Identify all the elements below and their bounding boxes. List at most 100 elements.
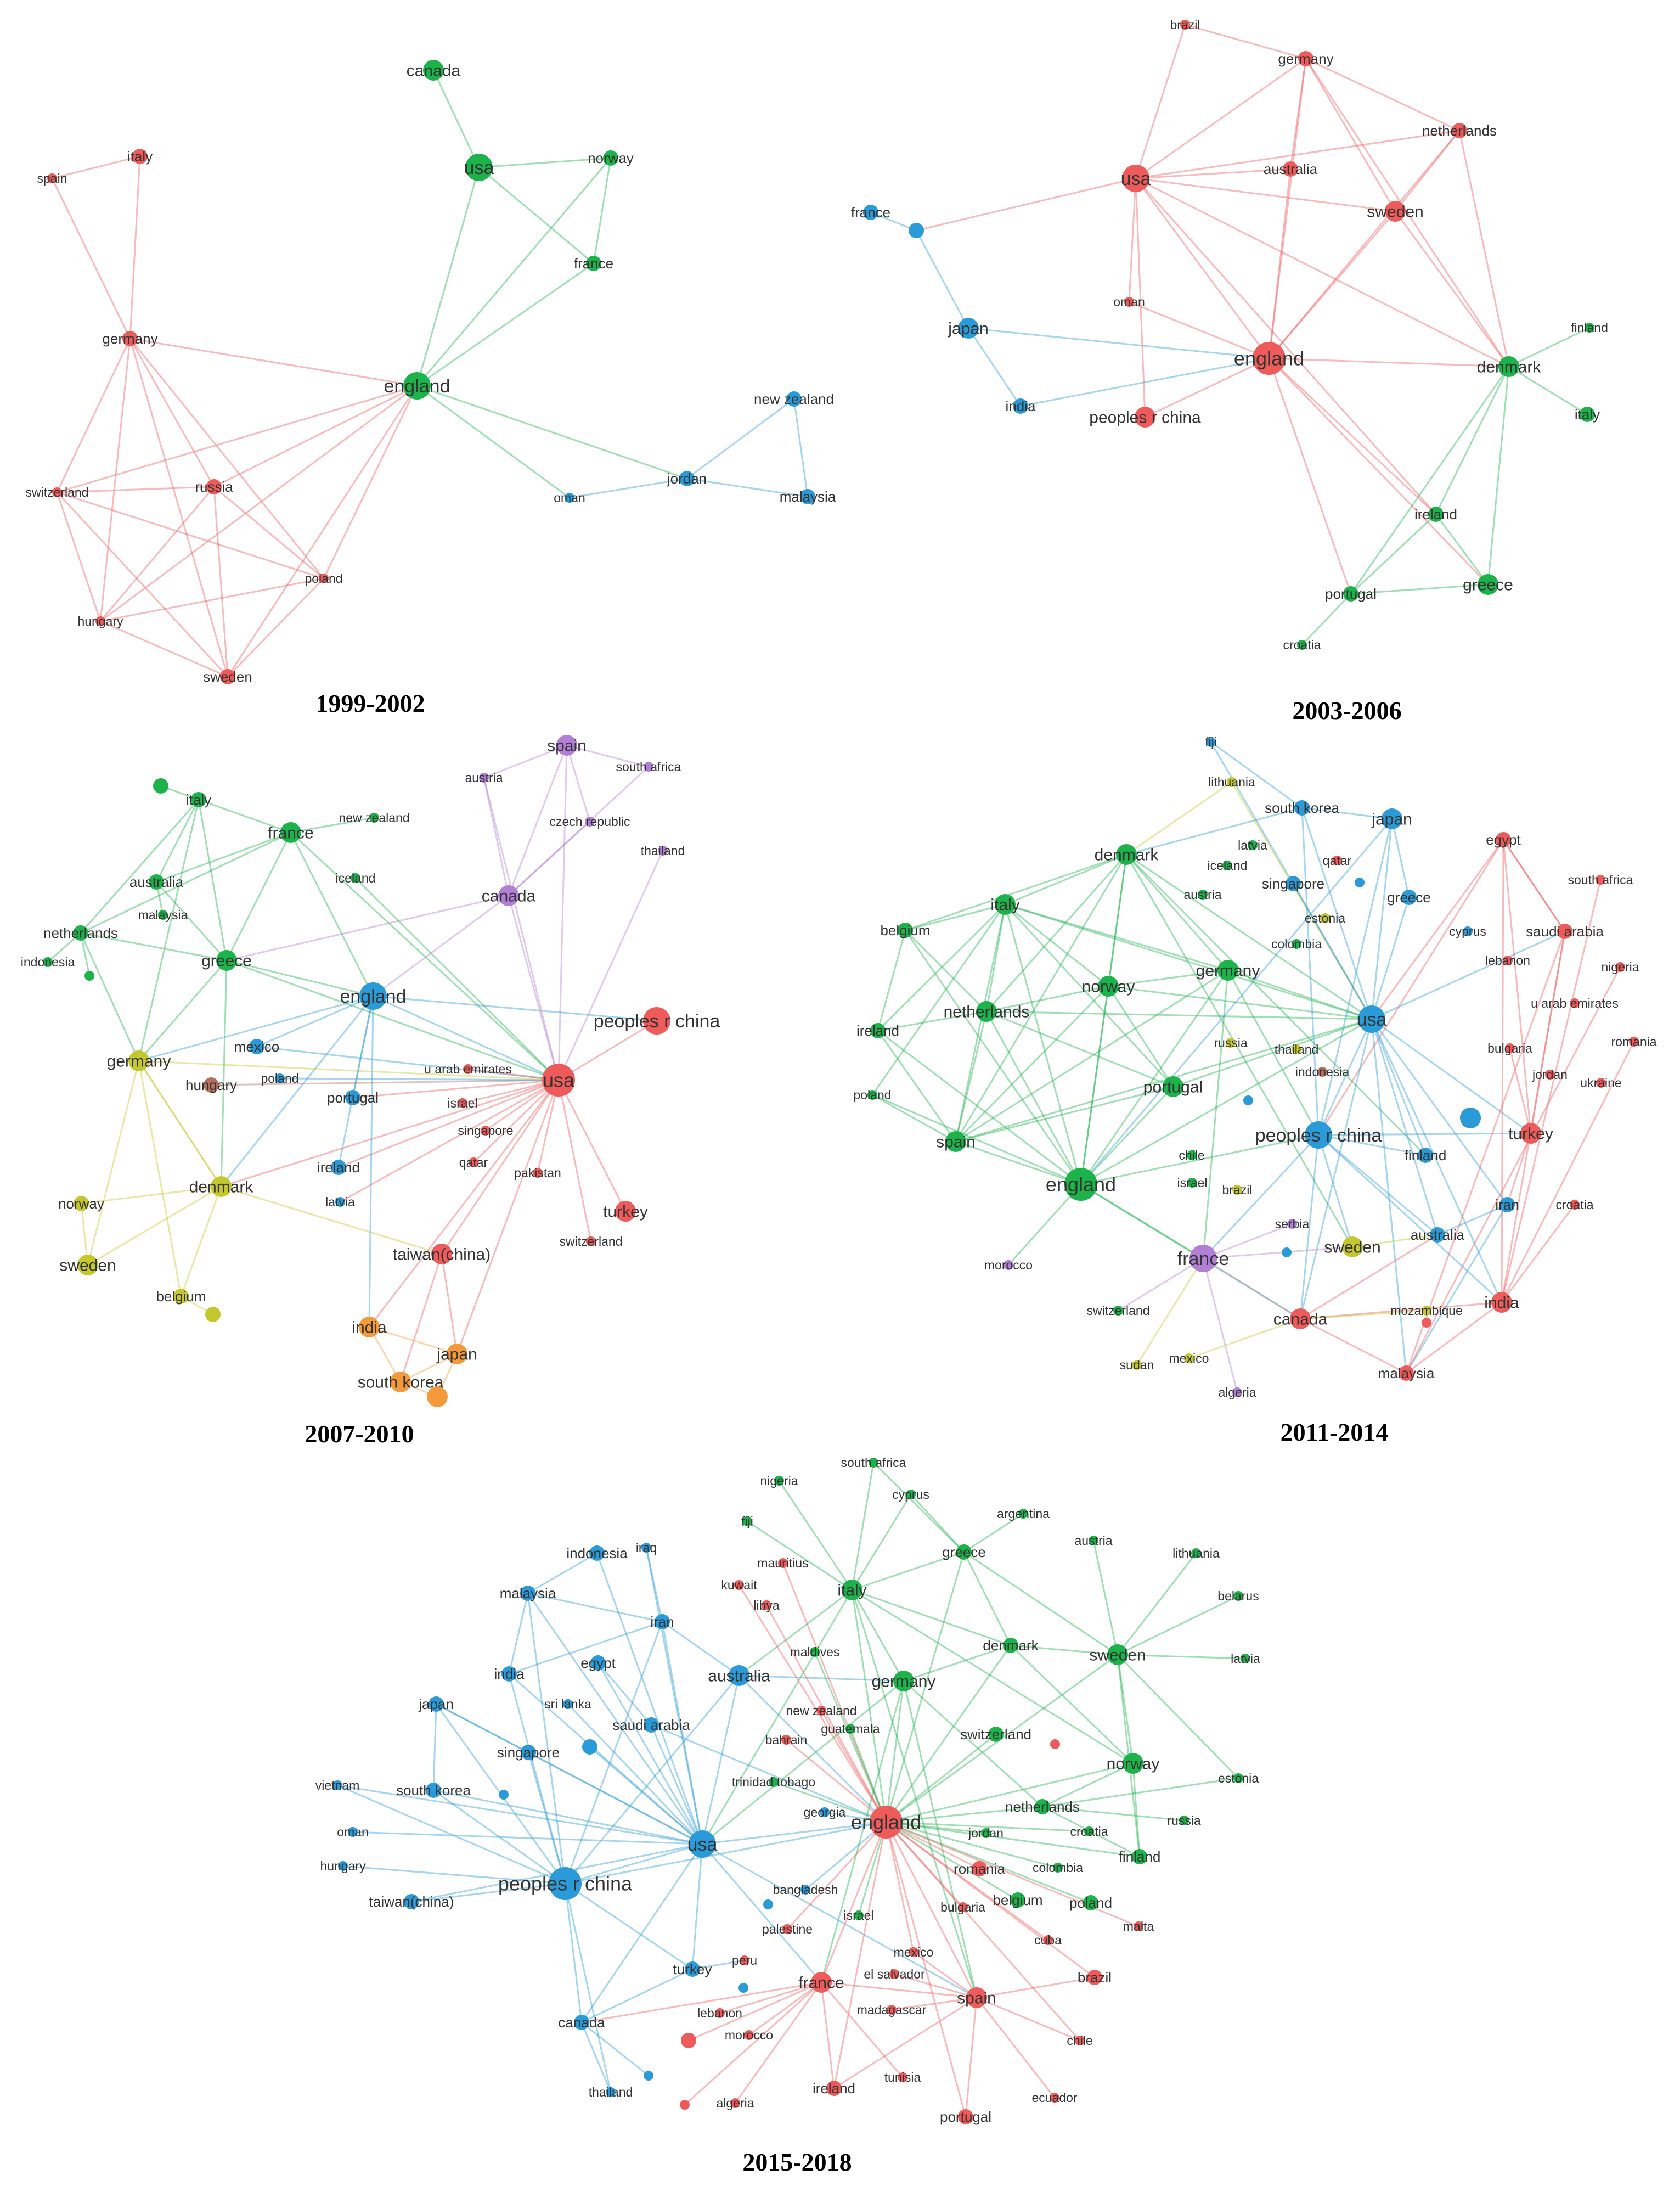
node-bangladesh <box>800 1885 810 1895</box>
node-latvia <box>1241 1654 1250 1663</box>
panel-title-2003-2006: 2003-2006 <box>1292 696 1401 724</box>
link-spain-madagascar <box>891 1997 977 2011</box>
link-australia-england <box>1268 168 1292 359</box>
node-label-singapore: singapore <box>458 1123 513 1138</box>
link-japan-greece <box>1391 818 1410 898</box>
link-norway-usa <box>1108 985 1372 1020</box>
node-label-ukraine: ukraine <box>1580 1076 1621 1090</box>
link-lithuania-denmark <box>1126 781 1232 856</box>
node-label-sweden: sweden <box>1324 1239 1380 1257</box>
link-usa-portugal <box>352 1079 559 1099</box>
node-label-chile: chile <box>1067 2033 1092 2048</box>
node-france <box>280 822 301 843</box>
link-italy-australia <box>738 1589 853 1677</box>
link-poland-usa <box>279 1077 559 1081</box>
link-peoples_r_china-usa <box>558 1020 657 1081</box>
node-label-egypt: egypt <box>580 1655 616 1671</box>
node-label-usa: usa <box>543 1069 575 1092</box>
node-malaysia <box>1399 1365 1414 1381</box>
link-iraq-usa <box>645 1547 703 1845</box>
node-label-france: france <box>851 204 890 221</box>
node-label-norway: norway <box>1082 978 1135 996</box>
link-iran-usa <box>661 1621 703 1845</box>
node-label-thailand: thailand <box>589 2085 633 2099</box>
node-label-netherlands: netherlands <box>1005 1798 1080 1815</box>
link-australia-peoples_r_china <box>564 1675 740 1884</box>
link-russia-england <box>213 385 418 488</box>
link-greece-italy <box>852 1551 965 1591</box>
node-indonesia <box>43 957 53 967</box>
link-canada-thailand <box>580 2022 612 2093</box>
link-r_dot3-france <box>684 1981 822 2106</box>
node-spain <box>945 1131 966 1152</box>
node-nigeria <box>1615 962 1625 972</box>
node-peoples-r-china <box>1135 407 1155 428</box>
node-belgium <box>898 923 913 938</box>
link-denmark-germany <box>138 1060 222 1187</box>
link-peoples_r_china-france <box>1202 1134 1320 1260</box>
node-o-dot <box>427 1386 448 1407</box>
link-italy-spain <box>851 1589 978 1998</box>
node-label-peoples-r-china: peoples r china <box>1255 1125 1382 1146</box>
node-cuba <box>1043 1935 1053 1945</box>
node-label-romania: romania <box>1611 1035 1656 1049</box>
node-peoples-r-china <box>549 1867 582 1900</box>
link-england-ireland <box>337 996 374 1168</box>
link-iran-india <box>509 1621 663 1675</box>
node-label-spain: spain <box>957 1989 996 2008</box>
node-label-australia: australia <box>129 874 184 890</box>
link-ireland-netherlands <box>877 1010 987 1032</box>
node-saudi-arabia <box>1557 924 1572 939</box>
link-denmark-germany <box>1125 854 1229 971</box>
node-australia <box>1430 1227 1445 1243</box>
link-vietnam-peoples_r_china <box>337 1784 566 1885</box>
node-label-russia: russia <box>195 479 233 495</box>
node-colombia <box>1053 1863 1063 1873</box>
node-japan <box>447 1344 467 1364</box>
node-label-taiwan-china: taiwan(china) <box>369 1893 454 1910</box>
node-label-oman: oman <box>1113 295 1145 309</box>
link-mexico-usa <box>256 1046 559 1081</box>
link-norway-england <box>416 158 612 386</box>
link-germany-england <box>129 338 418 387</box>
node-label-maldives: maldives <box>790 1645 840 1659</box>
link-germany-england <box>885 1680 905 1823</box>
link-spain-canada <box>508 745 568 896</box>
link-england-germany <box>138 995 374 1062</box>
node-georgia <box>820 1807 830 1817</box>
node-england <box>1253 342 1286 375</box>
node-label-brazil: brazil <box>1170 18 1200 32</box>
edge-layer <box>47 744 664 1398</box>
node-peoples-r-china <box>1305 1121 1332 1149</box>
link-england-morocco <box>1007 1183 1082 1266</box>
node-lebanon <box>1503 956 1513 965</box>
node-south-korea <box>1294 800 1310 816</box>
link-south_africa-italy <box>851 1462 875 1590</box>
node-kuwait <box>734 1580 744 1590</box>
link-canada-england <box>373 895 509 997</box>
network-panel-2015-2018: south africanigeriacyprusfijiargentinain… <box>315 1455 1260 2176</box>
node-label-japan: japan <box>418 1696 454 1712</box>
link-iran-peoples_r_china <box>564 1621 663 1884</box>
node-label-fiji: fiji <box>1205 735 1217 749</box>
link-italy-portugal <box>1004 903 1174 1088</box>
link-spain-usa <box>557 745 568 1081</box>
node-belgium <box>173 1289 189 1304</box>
node-norway <box>1123 1753 1143 1774</box>
node-label-australia: australia <box>708 1667 770 1685</box>
node-greece <box>1478 574 1498 595</box>
panel-title-2007-2010: 2007-2010 <box>305 1420 414 1448</box>
node-switzerland <box>52 487 62 497</box>
node-chile <box>1187 1150 1197 1160</box>
link-portugal-usa <box>1172 1018 1372 1088</box>
node-label-pakistan: pakistan <box>514 1166 561 1180</box>
node-label-brazil: brazil <box>1222 1183 1253 1197</box>
link-jordan-malaysia <box>686 477 808 498</box>
node-label-sudan: sudan <box>1120 1358 1154 1372</box>
node-label-fiji: fiji <box>741 1514 753 1528</box>
node-b-dot3 <box>763 1899 773 1909</box>
link-usa-england <box>416 167 480 386</box>
link-usa-finland <box>1371 1019 1427 1156</box>
node-b-dot4 <box>1282 1247 1292 1257</box>
link-england-malta <box>886 1821 1139 1927</box>
